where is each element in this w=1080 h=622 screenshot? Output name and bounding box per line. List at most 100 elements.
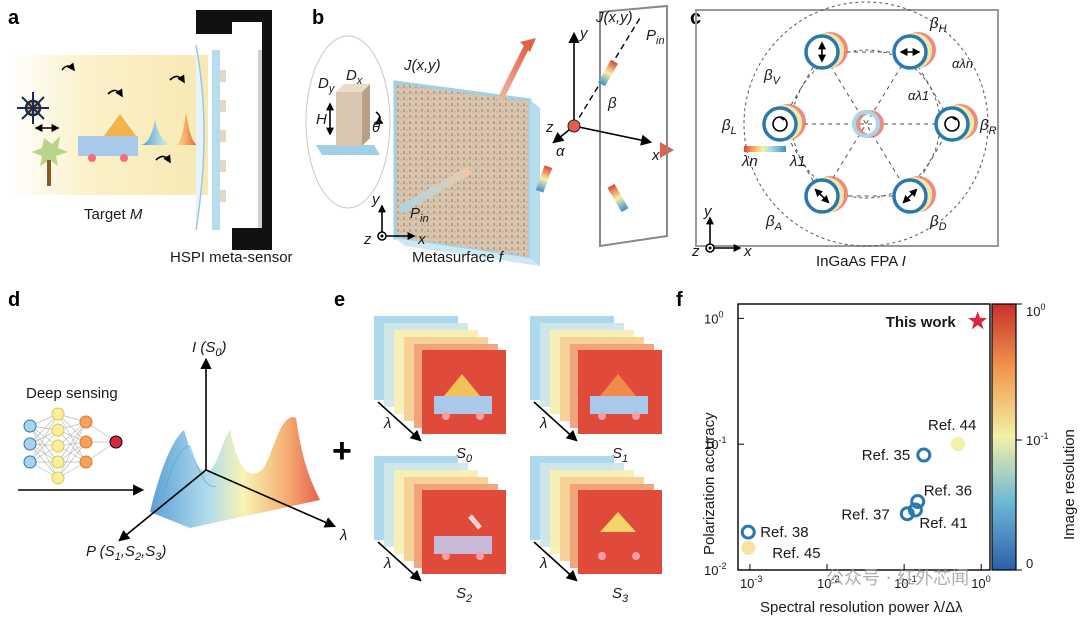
lambda-label: λ: [539, 415, 547, 432]
lambda-label: λ: [383, 415, 391, 432]
colorbar-tick-label: 100: [1026, 302, 1045, 319]
nn-edge: [29, 429, 59, 463]
plane-jones-label: J(x,y): [595, 9, 633, 26]
center-spot: [852, 110, 884, 138]
beta-a-label: βA: [765, 213, 782, 233]
sensor-label: HSPI meta-sensor: [170, 249, 293, 266]
nn-node: [51, 455, 65, 469]
lambda-label: λ: [383, 555, 391, 572]
vehicle-wheel: [632, 412, 640, 420]
pol-arrow-icon: [814, 188, 830, 204]
alpha-lambda-n-label: αλn: [952, 56, 973, 71]
beta-h-label: βH: [929, 15, 947, 35]
lambda-n-label: λn: [741, 153, 758, 170]
vehicle-roof: [600, 374, 636, 396]
stokes-label: S2: [456, 585, 472, 605]
input-beam: [398, 166, 472, 214]
beta-label: β: [607, 95, 617, 112]
lambda-label: λ: [539, 555, 547, 572]
nn-node: [79, 415, 93, 429]
beta-l-label: βL: [721, 117, 737, 137]
panel-e-letter: e: [334, 289, 345, 311]
output-beam: [497, 42, 531, 102]
nn-node: [23, 455, 37, 469]
beta-r-label: βR: [979, 117, 997, 137]
data-label: Ref. 37: [841, 507, 889, 524]
spectral-bar: [535, 165, 553, 193]
plane-x-label: x: [651, 147, 660, 164]
meta-sensor-icon: [195, 10, 272, 250]
vehicle-wheel: [598, 412, 606, 420]
pixel-spot: [804, 32, 848, 70]
dy-label: Dy: [318, 75, 336, 95]
pin-label: Pin: [410, 205, 429, 225]
x-tick-label: 100: [971, 574, 990, 591]
beta-v-label: βV: [763, 67, 782, 87]
unit-cell-inset: Dy Dx H θ: [305, 35, 391, 209]
spectrum-surface: [150, 417, 320, 528]
nn-edge: [57, 429, 87, 463]
circular-pol-tick: [951, 116, 957, 121]
pixel-spot: [934, 104, 978, 142]
vehicle-wheel: [598, 552, 606, 560]
fpa-label: InGaAs FPA I: [816, 253, 906, 270]
sun-icon: [17, 92, 49, 124]
y-tick-label: 10-1: [704, 435, 726, 452]
panel-d-letter: d: [8, 289, 20, 311]
vehicle-body: [434, 536, 492, 554]
vehicle-wheel: [476, 412, 484, 420]
data-label: Ref. 36: [924, 483, 972, 500]
panel-a: a: [8, 7, 293, 266]
plot-area: [737, 303, 991, 571]
nn-node: [51, 407, 65, 421]
data-label: Ref. 38: [760, 524, 808, 541]
theta-label: θ: [372, 119, 380, 136]
vehicle-wheel: [476, 552, 484, 560]
svg-text:x: x: [743, 243, 752, 260]
watermark: 公众号 · 红外芯闻: [826, 568, 969, 589]
svg-text:x: x: [417, 231, 426, 248]
stokes-label: S1: [612, 445, 628, 465]
spectral-bar: [607, 183, 629, 213]
nn-edge: [57, 413, 87, 463]
vehicle-body: [590, 396, 648, 414]
plane-z-label: z: [545, 119, 554, 136]
svg-text:y: y: [371, 191, 381, 208]
colorbar-tick-label: 0: [1026, 556, 1033, 571]
stokes-cube: λS0: [374, 316, 506, 465]
data-point: [899, 506, 915, 522]
pixel-spots: [762, 32, 978, 214]
lambda-arrow: [533, 401, 578, 442]
nn-node: [79, 435, 93, 449]
plane-axes: y x z β α J(x,y) Pin: [545, 9, 665, 164]
nn-edge: [29, 425, 59, 479]
data-point-star: [968, 311, 988, 330]
alpha-label: α: [556, 143, 565, 160]
nn-edge: [29, 413, 59, 463]
vehicle-roof: [444, 374, 480, 396]
nn-edge: [29, 443, 59, 479]
stokes-label: S0: [456, 445, 473, 465]
panel-b: b Dy Dx H θ Pin: [305, 4, 674, 266]
nn-edge: [57, 441, 87, 479]
coord-triad: y x z: [363, 191, 426, 248]
lambda-arrow: [377, 541, 422, 582]
stokes-label: S3: [612, 585, 629, 605]
deep-sensing-label: Deep sensing: [26, 385, 118, 402]
vehicle-roof-line: [468, 514, 482, 530]
pixel-spot: [892, 32, 936, 70]
nn-node: [51, 423, 65, 437]
plane-pin-label: Pin: [646, 27, 665, 47]
panel-b-letter: b: [312, 7, 324, 29]
data-label: Ref. 44: [928, 417, 976, 434]
x-axis-label: Spectral resolution power λ/Δλ: [760, 599, 963, 616]
jones-label: J(x,y): [403, 57, 441, 74]
circular-pol-tick: [779, 116, 785, 121]
pol-arrow-icon: [902, 188, 918, 204]
data-label: Ref. 35: [862, 447, 910, 464]
